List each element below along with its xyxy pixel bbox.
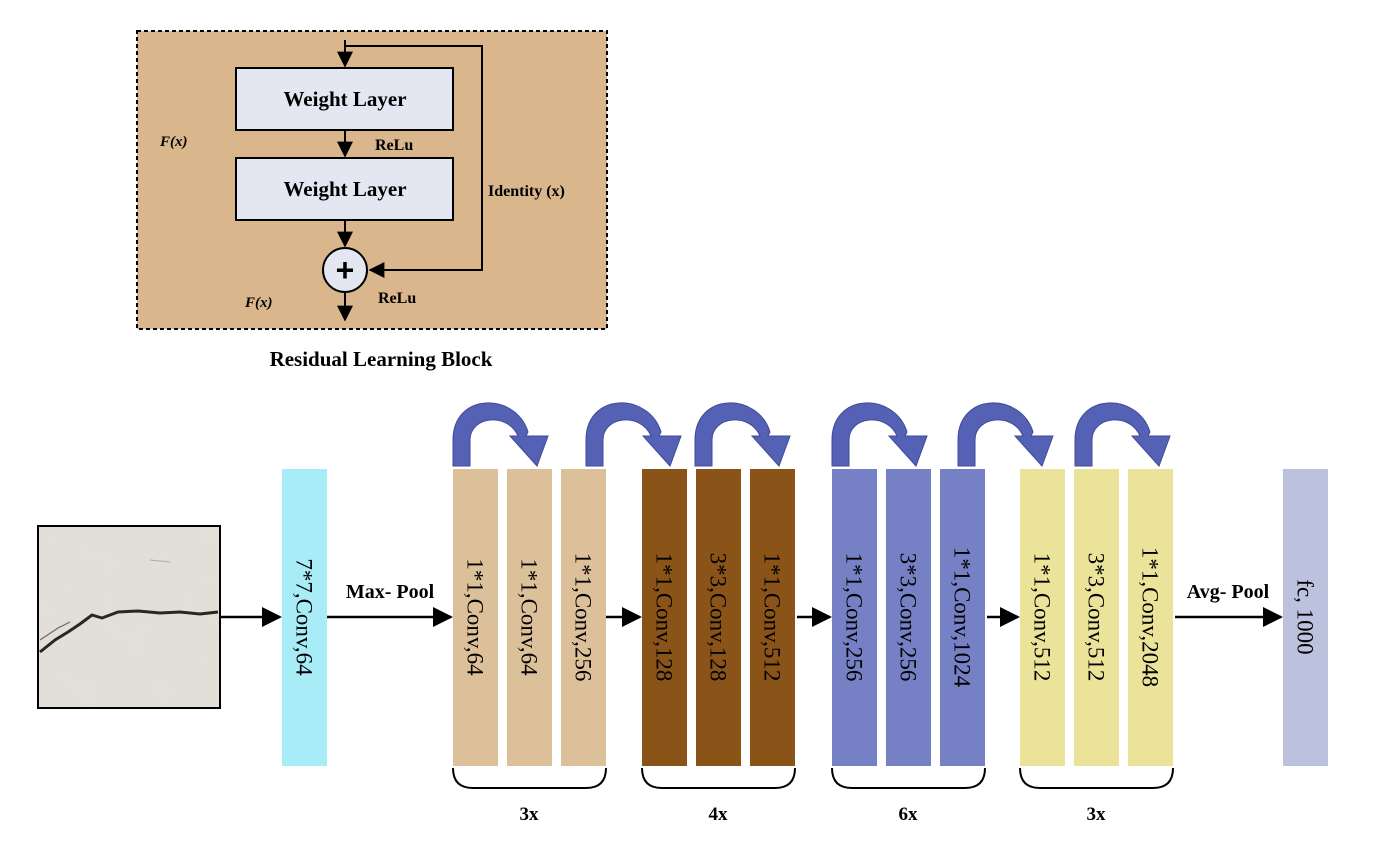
stage-1: 1*1,Conv,64 1*1,Conv,64 1*1,Conv,256 3x bbox=[452, 469, 607, 825]
skip-arrow-3 bbox=[694, 402, 791, 467]
relu-2-label: ReLu bbox=[378, 290, 416, 307]
fc-label: fc, 1000 bbox=[1293, 579, 1318, 654]
relu-1-label: ReLu bbox=[375, 137, 413, 154]
stage-2-layer-3-bar bbox=[750, 469, 795, 766]
weight-layer-2-label: Weight Layer bbox=[283, 177, 406, 201]
stage-3-brace bbox=[831, 767, 986, 789]
stage-2: 1*1,Conv,128 3*3,Conv,128 1*1,Conv,512 4… bbox=[641, 469, 796, 825]
stage-1-brace bbox=[452, 767, 607, 789]
stage-2-layer-3-label: 1*1,Conv,512 bbox=[760, 553, 785, 682]
stage-3-layer-1-label: 1*1,Conv,256 bbox=[842, 553, 867, 682]
skip-arrow-1 bbox=[452, 402, 549, 467]
weight-layer-1-box bbox=[235, 67, 454, 131]
stage-4-brace bbox=[1019, 767, 1174, 789]
avgpool-label: Avg- Pool bbox=[1187, 581, 1270, 603]
sum-plus-label: + bbox=[336, 252, 355, 288]
stage-4: 1*1,Conv,512 3*3,Conv,512 1*1,Conv,2048 … bbox=[1019, 469, 1174, 825]
weight-layer-2-box bbox=[235, 157, 454, 221]
conv1-bar bbox=[282, 469, 327, 766]
input-crack-image bbox=[37, 525, 221, 709]
stage-2-layer-2-bar bbox=[696, 469, 741, 766]
stage-1-repeat-label: 3x bbox=[520, 804, 540, 825]
stage-3-layer-2-bar bbox=[886, 469, 931, 766]
stage-3-layer-2-label: 3*3,Conv,256 bbox=[896, 553, 921, 682]
stage-4-layer-2-label: 3*3,Conv,512 bbox=[1084, 553, 1109, 682]
stage-4-layer-1-label: 1*1,Conv,512 bbox=[1030, 553, 1055, 682]
stage-3: 1*1,Conv,256 3*3,Conv,256 1*1,Conv,1024 … bbox=[831, 469, 986, 825]
identity-skip-line bbox=[345, 45, 483, 278]
stage-4-layer-1-bar bbox=[1020, 469, 1065, 766]
skip-arrow-6 bbox=[1074, 402, 1171, 467]
skip-arrow-4 bbox=[831, 402, 928, 467]
stage-2-brace bbox=[641, 767, 796, 789]
fx-bottom-label: F(x) bbox=[244, 295, 273, 311]
stage-1-layer-3-bar bbox=[561, 469, 606, 766]
stage-1-layer-2-bar bbox=[507, 469, 552, 766]
maxpool-label: Max- Pool bbox=[346, 581, 435, 603]
stage-1-layer-2-label: 1*1,Conv,64 bbox=[517, 558, 542, 676]
stage-3-layer-3-bar bbox=[940, 469, 985, 766]
skip-arrow-5 bbox=[957, 402, 1054, 467]
identity-label: Identity (x) bbox=[488, 183, 565, 200]
stage-4-layer-3-label: 1*1,Conv,2048 bbox=[1138, 547, 1163, 687]
residual-block-caption: Residual Learning Block bbox=[270, 347, 493, 371]
crack-line bbox=[39, 609, 219, 654]
stage-4-layer-2-bar bbox=[1074, 469, 1119, 766]
stage-1-layer-1-bar bbox=[453, 469, 498, 766]
stage-3-layer-3-label: 1*1,Conv,1024 bbox=[950, 547, 975, 688]
weight-layer-1-label: Weight Layer bbox=[283, 87, 406, 111]
stage-2-layer-1-bar bbox=[642, 469, 687, 766]
skip-arrow-2 bbox=[585, 402, 682, 467]
fc-bar bbox=[1283, 469, 1328, 766]
stage-4-repeat-label: 3x bbox=[1087, 804, 1107, 825]
stage-2-repeat-label: 4x bbox=[709, 804, 729, 825]
stage-1-layer-3-label: 1*1,Conv,256 bbox=[571, 553, 596, 682]
residual-block: Weight Layer ReLu Weight Layer + ReLu Id… bbox=[136, 30, 608, 330]
stage-3-layer-1-bar bbox=[832, 469, 877, 766]
stage-3-repeat-label: 6x bbox=[899, 804, 919, 825]
fx-left-label: F(x) bbox=[159, 134, 188, 150]
stage-2-layer-1-label: 1*1,Conv,128 bbox=[652, 553, 677, 682]
conv1-label: 7*7,Conv,64 bbox=[292, 558, 317, 676]
stage-4-layer-3-bar bbox=[1128, 469, 1173, 766]
skip-connection-arrows bbox=[452, 402, 1171, 467]
stage-2-layer-2-label: 3*3,Conv,128 bbox=[706, 553, 731, 682]
stage-1-layer-1-label: 1*1,Conv,64 bbox=[463, 558, 488, 676]
